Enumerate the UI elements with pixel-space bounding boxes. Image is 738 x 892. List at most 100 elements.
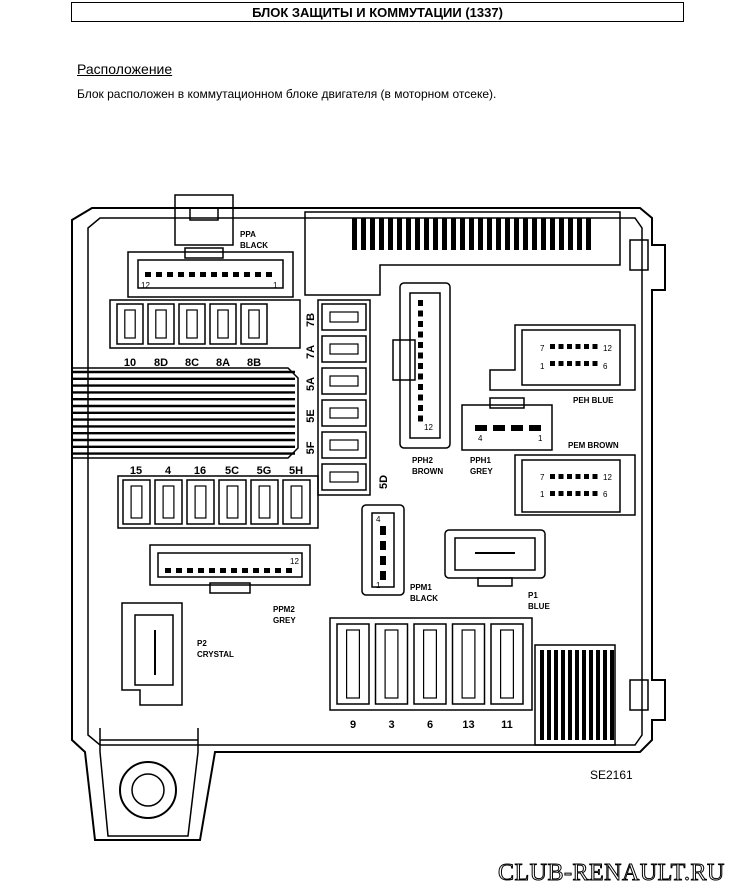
section-description: Блок расположен в коммутационном блоке д… xyxy=(77,87,497,101)
ppa-pin xyxy=(211,272,217,277)
pph2-pin xyxy=(418,352,423,359)
fuse-5c xyxy=(218,479,247,525)
ppa-pin xyxy=(178,272,184,277)
pem-pin-1: 1 xyxy=(540,490,545,499)
ppm2-pin xyxy=(264,568,270,573)
pem-pin xyxy=(558,474,564,479)
ppm2-pin xyxy=(198,568,204,573)
vent-slot xyxy=(561,650,565,740)
ppm2-pin xyxy=(220,568,226,573)
pph1-pin-last: 1 xyxy=(538,434,543,443)
pem-pin xyxy=(575,491,581,496)
vent-slot xyxy=(361,218,366,250)
fuse-11 xyxy=(490,623,524,705)
ppm1-pin xyxy=(380,526,386,535)
vent-slot xyxy=(406,218,411,250)
vent-slot xyxy=(370,218,375,250)
mount-hole xyxy=(119,761,177,819)
fuse-label-8c: 8C xyxy=(185,357,199,369)
ribbon-harness xyxy=(72,367,299,459)
ppa-pin xyxy=(200,272,206,277)
fuse-5f xyxy=(321,431,367,459)
ppm2-connector xyxy=(149,544,311,594)
fuse-8c xyxy=(178,303,206,345)
pph1-pin xyxy=(529,425,541,431)
pem-pin xyxy=(550,491,555,496)
ppm2-pin xyxy=(253,568,259,573)
vent-slot xyxy=(460,218,465,250)
ppa-pin-first: 12 xyxy=(141,281,150,290)
fuse-label-5f: 5F xyxy=(305,441,317,454)
fuse-row-mid xyxy=(117,475,319,529)
pph2-pin xyxy=(418,310,423,317)
pph2-pin: 12 xyxy=(424,423,433,432)
pem-pin xyxy=(567,474,572,479)
vent-block-bottom xyxy=(534,644,616,746)
pem-pin xyxy=(584,491,589,496)
ppa-pin-last: 1 xyxy=(273,281,278,290)
fuse-label-10: 10 xyxy=(124,357,136,369)
fuse-label-9: 9 xyxy=(350,719,356,731)
fuse-5e xyxy=(321,399,367,427)
pem-pin xyxy=(575,474,581,479)
peh-pin xyxy=(592,361,598,366)
peh-pin xyxy=(567,344,572,349)
vent-slot xyxy=(442,218,447,250)
peh-pin xyxy=(584,361,589,366)
fuse-7b xyxy=(321,303,367,331)
pem-pin xyxy=(567,491,572,496)
ppm2-pin xyxy=(209,568,215,573)
fuse-label-6: 6 xyxy=(427,719,433,731)
pem-pin-12: 12 xyxy=(603,473,612,482)
fuse-6 xyxy=(413,623,447,705)
vent-slot xyxy=(397,218,402,250)
pem-pin xyxy=(550,474,555,479)
peh-connector xyxy=(489,324,636,391)
fuse-label-5d: 5D xyxy=(378,475,390,489)
peh-label: PEH BLUE xyxy=(573,396,614,405)
pem-pin xyxy=(584,474,589,479)
fuse-label-13: 13 xyxy=(462,719,474,731)
pph2-pin xyxy=(418,415,423,422)
mount-right-top xyxy=(629,239,649,271)
fuse-label-5e: 5E xyxy=(305,409,317,422)
peh-pin xyxy=(558,344,564,349)
vent-slot xyxy=(433,218,438,250)
vent-slot xyxy=(541,218,546,250)
p1-connector xyxy=(444,529,546,587)
vent-slot xyxy=(424,218,429,250)
ppa-connector xyxy=(127,194,294,298)
pem-pin xyxy=(592,474,598,479)
vent-slot xyxy=(532,218,537,250)
fuse-label-8a: 8A xyxy=(216,357,230,369)
fuse-label-3: 3 xyxy=(388,719,394,731)
page-title: БЛОК ЗАЩИТЫ И КОММУТАЦИИ (1337) xyxy=(71,2,684,22)
ppm1-label: PPM1 xyxy=(410,583,432,592)
vent-slot xyxy=(575,650,579,740)
fuse-5g xyxy=(250,479,279,525)
ppm1-connector xyxy=(361,504,405,596)
pph2-connector xyxy=(392,282,451,449)
ppa-label: PPA xyxy=(240,230,256,239)
peh-pin-1: 1 xyxy=(540,362,545,371)
vent-slot xyxy=(547,650,551,740)
peh-pin xyxy=(567,361,572,366)
ppm1-pin xyxy=(380,556,386,565)
vent-slot xyxy=(478,218,483,250)
vent-slot xyxy=(505,218,510,250)
fuse-label-8d: 8D xyxy=(154,357,168,369)
fuse-row-top xyxy=(109,299,301,349)
ppa-pin xyxy=(233,272,239,277)
pem-connector xyxy=(514,454,636,516)
vent-slot xyxy=(352,218,357,250)
ppa-pin xyxy=(145,272,151,277)
pph1-pin xyxy=(475,425,487,431)
vent-slot xyxy=(540,650,544,740)
vent-slot xyxy=(596,650,600,740)
ppa-pin xyxy=(156,272,162,277)
vent-slot xyxy=(451,218,456,250)
peh-pin xyxy=(558,361,564,366)
pph2-color: BROWN xyxy=(412,467,443,476)
pph1-pin xyxy=(511,425,523,431)
fuse-label-5g: 5G xyxy=(257,465,272,477)
